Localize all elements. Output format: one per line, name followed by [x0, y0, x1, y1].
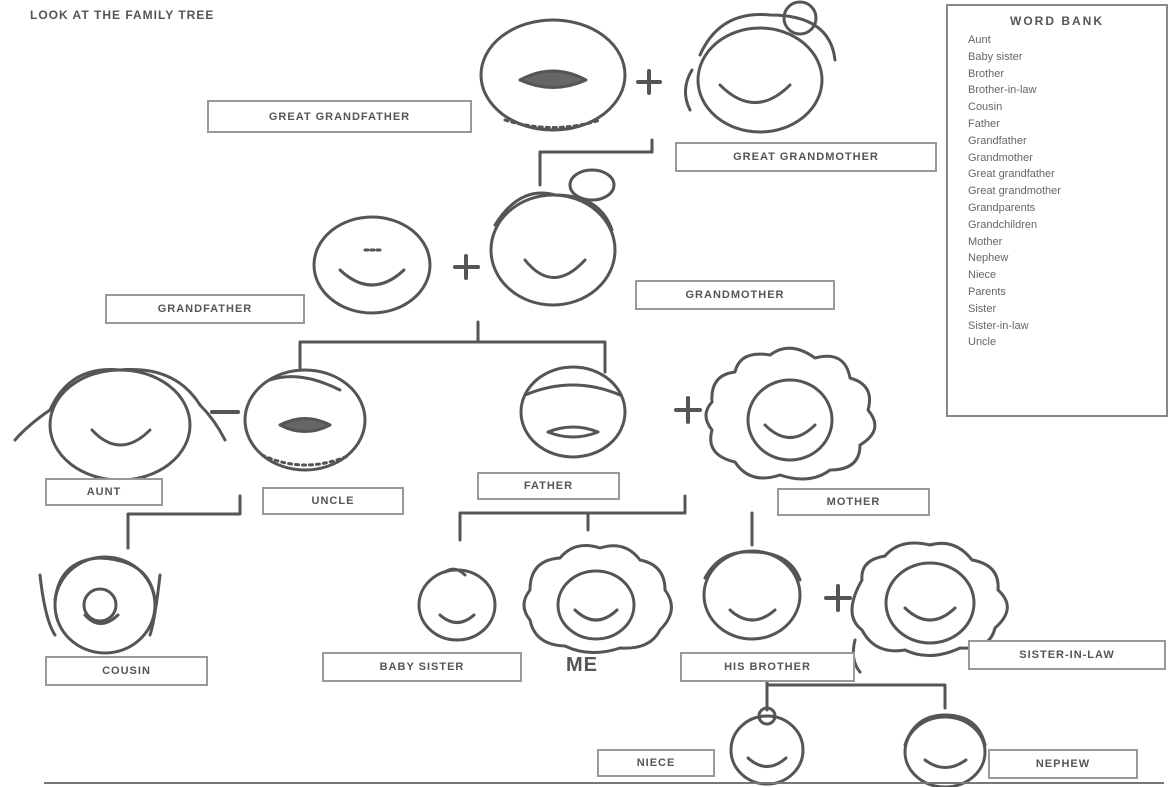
label-cousin: COUSIN: [45, 656, 208, 686]
word-bank-item: Mother: [968, 235, 1003, 248]
word-bank-item: Grandfather: [968, 134, 1027, 147]
label-father: FATHER: [477, 472, 620, 500]
label-great-grandmother: GREAT GRANDMOTHER: [675, 142, 937, 172]
great-grandfather-face: [479, 18, 627, 132]
word-bank-item: Uncle: [968, 336, 997, 349]
word-bank-item: Nephew: [968, 252, 1009, 265]
me-face: [522, 544, 673, 654]
word-bank-item: Great grandmother: [968, 185, 1061, 198]
word-bank-item: Cousin: [968, 101, 1003, 114]
grandmother-face: [489, 168, 617, 307]
label-aunt: AUNT: [45, 478, 163, 506]
page-title: LOOK AT THE FAMILY TREE: [30, 8, 215, 22]
word-bank-item: Brother-in-law: [968, 84, 1037, 97]
label-niece: NIECE: [597, 749, 715, 777]
word-bank-title: WORD BANK: [1010, 14, 1104, 28]
word-bank-item: Grandchildren: [968, 218, 1038, 231]
uncle-face: [243, 368, 367, 472]
baby-sister-face: [417, 567, 497, 642]
cousin-face: [38, 555, 162, 655]
tree-connectors: [126, 138, 947, 712]
label-great-grandfather: GREAT GRANDFATHER: [207, 100, 472, 133]
word-bank-item: Great grandfather: [968, 168, 1055, 181]
label-baby-sister: BABY SISTER: [322, 652, 522, 682]
word-bank-item: Parents: [968, 285, 1006, 298]
word-bank-item: Aunt: [968, 34, 991, 46]
niece-face: [729, 706, 805, 786]
great-grandmother-face: [684, 0, 837, 134]
grandfather-face: [312, 215, 432, 315]
word-bank-item: Brother: [968, 67, 1005, 80]
word-bank-item: Grandmother: [968, 151, 1033, 164]
plus-icon-parents: [674, 396, 702, 424]
word-bank-item: Sister-in-law: [968, 319, 1029, 332]
label-mother: MOTHER: [777, 488, 930, 516]
label-grandfather: GRANDFATHER: [105, 294, 305, 324]
label-uncle: UNCLE: [262, 487, 404, 515]
word-bank-item: Father: [968, 117, 1000, 130]
plus-icon-grandparents: [453, 254, 480, 280]
word-bank-item: Sister: [968, 302, 997, 315]
label-grandmother: GRANDMOTHER: [635, 280, 835, 310]
label-sister-in-law: SISTER-IN-LAW: [968, 640, 1166, 670]
plus-icon-brother-couple: [824, 584, 852, 612]
label-nephew: NEPHEW: [988, 749, 1138, 779]
his-brother-face: [702, 549, 802, 641]
bottom-rule: [44, 782, 1164, 784]
label-me: ME: [566, 654, 598, 676]
label-his-brother: HIS BROTHER: [680, 652, 855, 682]
word-bank-item: Baby sister: [968, 50, 1023, 63]
aunt-face: [13, 367, 227, 482]
word-bank-item: Grandparents: [968, 201, 1036, 214]
nephew-face: [903, 713, 987, 787]
plus-icon-great-grandparents: [636, 69, 662, 95]
word-bank-item: Niece: [968, 269, 997, 282]
mother-face: [704, 346, 877, 481]
father-face: [519, 365, 627, 459]
